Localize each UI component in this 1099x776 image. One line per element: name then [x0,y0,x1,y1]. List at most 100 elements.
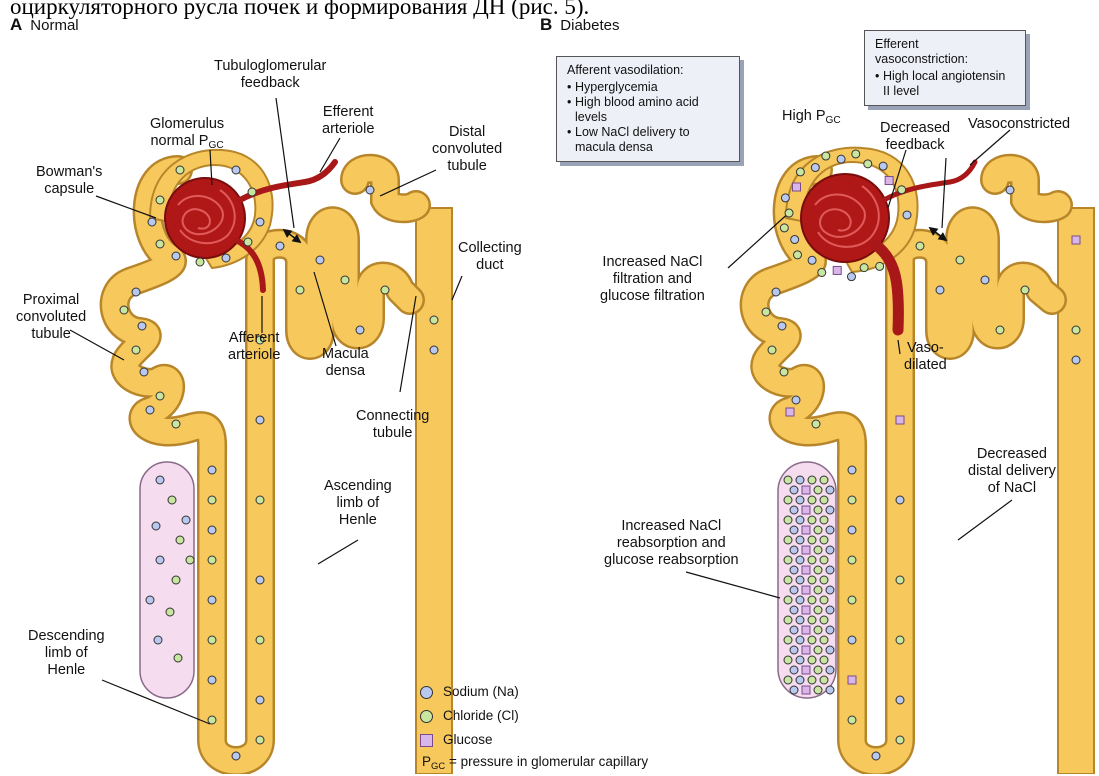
sodium-dot [826,506,834,514]
glucose-dot [802,626,810,634]
chloride-dot [784,576,792,584]
efferent-vasoconstriction-box: Efferent vasoconstriction: High local an… [864,30,1026,106]
chloride-dot [812,420,820,428]
label-high-pgc: High PGC [782,108,841,129]
chloride-dot [196,258,204,266]
chloride-dot [808,596,816,604]
sodium-dot [847,273,855,281]
chloride-dot [208,636,216,644]
label-tubuloglomerular-feedback: Tubuloglomerularfeedback [214,58,326,92]
chloride-dot [784,676,792,684]
sodium-dot [826,486,834,494]
chloride-dot [381,286,389,294]
glucose-dot [793,183,801,191]
chloride-dot [820,636,828,644]
chloride-dot [808,656,816,664]
sodium-dot [790,606,798,614]
sodium-dot [232,752,240,760]
chloride-dot [808,556,816,564]
sodium-dot [790,526,798,534]
chloride-dot [818,268,826,276]
glucose-dot [802,486,810,494]
sodium-dot [148,218,156,226]
chloride-dot [808,536,816,544]
afferent-vasodilation-box: Afferent vasodilation: Hyperglycemia Hig… [556,56,740,162]
chloride-dot [156,196,164,204]
sodium-dot [256,218,264,226]
afferent-box-item: Hyperglycemia [567,80,729,95]
chloride-dot [956,256,964,264]
sodium-dot [156,476,164,484]
chloride-dot [814,686,822,694]
chloride-dot [860,264,868,272]
sodium-dot [790,566,798,574]
sodium-dot [152,522,160,530]
chloride-dot [244,238,252,246]
chloride-dot [814,586,822,594]
chloride-swatch-icon [420,710,433,723]
chloride-dot [808,636,816,644]
chloride-dot [808,616,816,624]
chloride-dot [186,556,194,564]
sodium-dot [256,576,264,584]
sodium-dot [781,194,789,202]
sodium-dot [826,606,834,614]
chloride-dot [208,556,216,564]
sodium-dot [981,276,989,284]
legend-sodium: Sodium (Na) [420,680,648,704]
chloride-dot [174,654,182,662]
label-collecting-duct: Collectingduct [458,240,522,274]
sodium-dot [790,586,798,594]
chloride-dot [256,636,264,644]
chloride-dot [208,496,216,504]
sodium-dot [796,476,804,484]
sodium-dot [903,211,911,219]
legend-glucose: Glucose [420,728,648,752]
sodium-dot [826,526,834,534]
glucose-dot [885,177,893,185]
sodium-dot [138,322,146,330]
chloride-dot [820,616,828,624]
chloride-dot [848,716,856,724]
chloride-dot [176,166,184,174]
chloride-dot [864,160,872,168]
chloride-dot [780,224,788,232]
sodium-dot [811,164,819,172]
sodium-dot [790,506,798,514]
chloride-dot [1021,286,1029,294]
sodium-dot [796,676,804,684]
sodium-dot [796,616,804,624]
sodium-dot [796,596,804,604]
sodium-dot [256,696,264,704]
chloride-dot [785,209,793,217]
label-increased-reabsorption: Increased NaClreabsorption andglucose re… [604,518,739,569]
chloride-dot [808,476,816,484]
glucose-dot [802,566,810,574]
chloride-dot [814,506,822,514]
chloride-dot [814,626,822,634]
efferent-box-list: High local angiotensin II level [875,69,1015,99]
sodium-dot [790,646,798,654]
chloride-dot [208,716,216,724]
sodium-dot [208,466,216,474]
sodium-dot [848,466,856,474]
chloride-dot [784,656,792,664]
chloride-dot [820,596,828,604]
sodium-dot [826,586,834,594]
sodium-dot [796,556,804,564]
chloride-dot [120,306,128,314]
chloride-dot [820,536,828,544]
glucose-dot [896,416,904,424]
label-decreased-distal-delivery: Decreaseddistal deliveryof NaCl [968,446,1056,497]
glucose-swatch-icon [420,734,433,747]
chloride-dot [814,646,822,654]
sodium-dot [796,496,804,504]
glucose-dot [848,676,856,684]
chloride-dot [820,516,828,524]
chloride-dot [814,606,822,614]
